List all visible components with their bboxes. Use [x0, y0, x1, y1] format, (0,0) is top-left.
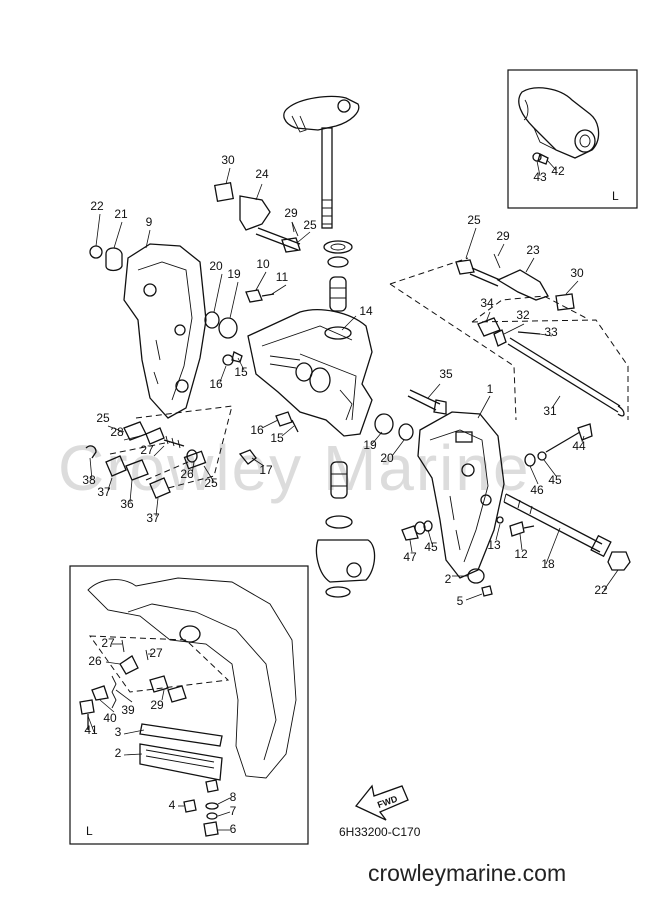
callout-c22b: 22: [594, 583, 608, 597]
callout-c27a: 27: [140, 443, 154, 457]
swivel-bracket: [247, 309, 373, 437]
callout-c7: 7: [230, 804, 237, 818]
inset-top-tag: L: [612, 189, 619, 203]
callout-c39: 39: [121, 703, 135, 717]
callout-c41: 41: [84, 723, 98, 737]
pivot-bar: [389, 257, 629, 421]
callout-c33: 33: [544, 325, 558, 339]
callout-c2a: 2: [445, 572, 452, 586]
callout-c15b: 15: [270, 431, 284, 445]
callout-c25c: 25: [96, 411, 110, 425]
callout-c38: 38: [82, 473, 96, 487]
callout-c26b: 26: [88, 654, 102, 668]
callout-c26a: 26: [180, 467, 194, 481]
callout-c37b: 37: [146, 511, 160, 525]
diagram-code: 6H33200-C170: [339, 825, 421, 839]
callout-c45a: 45: [548, 473, 562, 487]
callout-c27c: 27: [149, 646, 163, 660]
callout-c25d: 25: [204, 476, 218, 490]
right-clamp-bracket: [417, 395, 505, 579]
callout-c29b: 29: [496, 229, 510, 243]
callout-c37a: 37: [97, 485, 111, 499]
callout-c42: 42: [551, 164, 565, 178]
callout-c40: 40: [103, 711, 117, 725]
callout-c36: 36: [120, 497, 134, 511]
callout-c6: 6: [230, 822, 237, 836]
callout-c12: 12: [514, 547, 528, 561]
inset-bottom-left: L: [69, 565, 309, 845]
callout-c9: 9: [146, 215, 153, 229]
site-name: crowleymarine.com: [368, 860, 566, 886]
callout-c10: 10: [256, 257, 270, 271]
callout-c20b: 20: [380, 451, 394, 465]
callout-c16b: 16: [250, 423, 264, 437]
callout-c45b: 45: [424, 540, 438, 554]
callout-c21: 21: [114, 207, 128, 221]
fwd-label: FWD: [376, 793, 399, 810]
callout-c31: 31: [543, 404, 557, 418]
steering-column: [283, 95, 376, 598]
inset-top-right: L: [507, 69, 638, 209]
callout-c11: 11: [276, 270, 289, 284]
callout-c19b: 19: [363, 438, 377, 452]
callout-c29c: 29: [150, 698, 164, 712]
callout-c30b: 30: [570, 266, 584, 280]
callout-c19a: 19: [227, 267, 241, 281]
hardware-left: [85, 271, 299, 517]
callout-c46: 46: [530, 483, 544, 497]
callout-c1: 1: [487, 382, 494, 396]
callout-c15a: 15: [234, 365, 248, 379]
watermark-text: Crowley Marine: [58, 432, 531, 504]
fwd-arrow: FWD: [354, 784, 409, 821]
callout-c29a: 29: [284, 206, 298, 220]
callout-c20a: 20: [209, 259, 223, 273]
callout-c28: 28: [110, 425, 124, 439]
callout-c4: 4: [169, 798, 176, 812]
callout-c47: 47: [403, 550, 417, 564]
callout-c43: 43: [533, 170, 547, 184]
callout-c8: 8: [230, 790, 237, 804]
callout-c22a: 22: [90, 199, 104, 213]
tilt-lever-right: [455, 227, 579, 311]
callout-c34: 34: [480, 296, 494, 310]
callout-c27b: 27: [101, 636, 115, 650]
callout-c14: 14: [359, 304, 373, 318]
callout-c18: 18: [541, 557, 555, 571]
callout-c3: 3: [115, 725, 122, 739]
callout-c2b: 2: [115, 746, 122, 760]
callout-c44: 44: [572, 439, 586, 453]
callout-c13: 13: [487, 538, 501, 552]
inset-bottom-tag: L: [86, 824, 93, 838]
callout-c25b: 25: [467, 213, 481, 227]
callout-c16a: 16: [209, 377, 223, 391]
callout-c24: 24: [255, 167, 269, 181]
callout-c25a: 25: [303, 218, 317, 232]
callout-c5: 5: [457, 594, 464, 608]
tilt-rod: [503, 493, 631, 591]
callout-c35: 35: [439, 367, 453, 381]
hardware-right: [371, 311, 593, 601]
callout-layer: 3024222192925201910111415163525292330343…: [82, 153, 608, 836]
callout-c17: 17: [259, 463, 273, 477]
left-clamp-bracket: [89, 213, 207, 419]
tilt-lever-left: [213, 167, 311, 253]
callout-c32: 32: [516, 308, 530, 322]
callout-c30a: 30: [221, 153, 235, 167]
callout-c23: 23: [526, 243, 540, 257]
